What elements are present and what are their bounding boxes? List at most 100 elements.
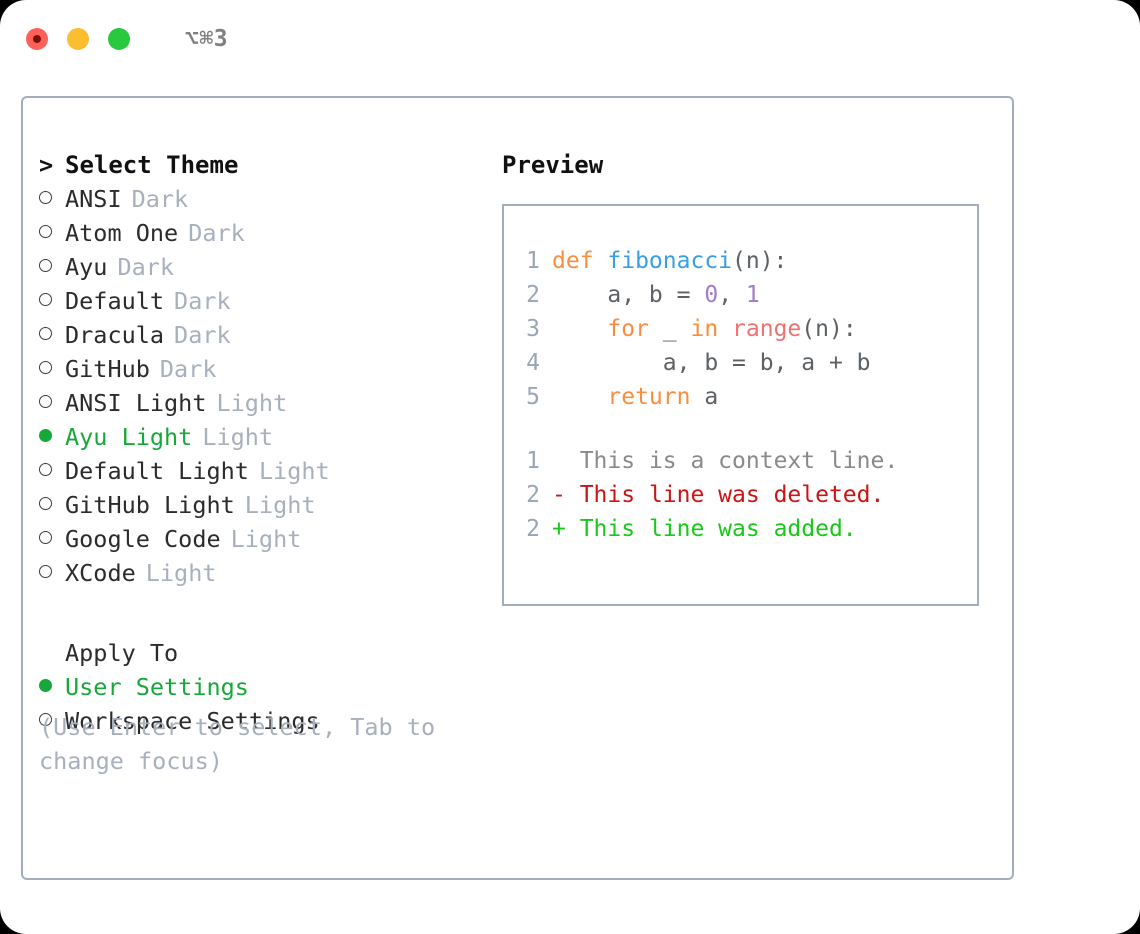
theme-list-item[interactable]: Google Code Light (39, 522, 489, 556)
code-token: (n): (801, 316, 857, 342)
diff-text: This line was added. (579, 516, 857, 542)
apply-to-heading: Apply To (39, 636, 489, 670)
code-token: range (732, 316, 802, 342)
diff-text: This is a context line. (579, 448, 899, 474)
section-spacer (39, 590, 489, 636)
radio-unselected-icon (39, 531, 52, 544)
code-line: 3 for _ in range(n): (518, 312, 968, 346)
window-controls (26, 28, 130, 50)
preview-title: Preview (502, 151, 604, 179)
code-token: fibonacci (607, 248, 733, 274)
line-number: 2 (526, 282, 540, 308)
close-window-icon[interactable] (26, 28, 48, 50)
code-token: a, b = (552, 282, 705, 308)
code-text: for _ in range(n): (552, 312, 857, 346)
code-token (552, 384, 607, 410)
maximize-window-icon[interactable] (108, 28, 130, 50)
code-token: in (690, 316, 719, 342)
caret-icon: > (39, 151, 54, 179)
apply-to-item[interactable]: User Settings (39, 670, 489, 704)
theme-variant-label: Light (230, 525, 302, 553)
theme-list-item[interactable]: GitHub Light Light (39, 488, 489, 522)
diff-sign: - (552, 482, 580, 508)
code-line: 4 a, b = b, a + b (518, 346, 968, 380)
diff-text: This line was deleted. (579, 482, 885, 508)
theme-name: Dracula (65, 321, 165, 349)
theme-picker-heading: > Select Theme (39, 148, 489, 182)
diff-line: 2 + This line was added. (518, 512, 968, 546)
diff-line: 1 This is a context line. (518, 444, 968, 478)
code-token: 0 (704, 282, 719, 308)
theme-name: Ayu (65, 253, 108, 281)
code-token: 1 (745, 282, 760, 308)
radio-unselected-icon (39, 225, 52, 238)
radio-unselected-icon (39, 327, 52, 340)
line-number: 1 (526, 448, 540, 474)
radio-selected-icon (39, 429, 52, 442)
theme-name: GitHub (65, 355, 150, 383)
keyboard-shortcut-label: ⌥⌘3 (185, 26, 229, 52)
code-token: return (607, 384, 691, 410)
diff-sign (552, 444, 580, 478)
radio-unselected-icon (39, 497, 52, 510)
radio-unselected-icon (39, 259, 52, 272)
theme-name: Google Code (65, 525, 221, 553)
theme-variant-label: Light (202, 423, 274, 451)
radio-selected-icon (39, 679, 52, 692)
theme-variant-label: Light (216, 389, 288, 417)
theme-variant-label: Dark (117, 253, 175, 281)
theme-variant-label: Dark (159, 355, 217, 383)
theme-variant-label: Dark (188, 219, 245, 247)
diff-sign: + (552, 516, 580, 542)
theme-picker-title: Select Theme (65, 151, 239, 179)
radio-unselected-icon (39, 191, 52, 204)
minimize-window-icon[interactable] (67, 28, 89, 50)
radio-unselected-icon (39, 713, 52, 726)
theme-list-item[interactable]: Ayu Light Light (39, 420, 489, 454)
code-token: def (552, 248, 608, 274)
apply-to-title: Apply To (65, 639, 179, 667)
code-blank-spacer (518, 414, 968, 444)
theme-variant-label: Dark (131, 185, 189, 213)
code-token: (n): (732, 248, 788, 274)
code-token (718, 316, 732, 342)
code-token: , (718, 282, 746, 308)
line-number: 2 (526, 482, 540, 508)
theme-name: Default Light (65, 457, 249, 485)
code-text: a, b = 0, 1 (552, 278, 760, 312)
theme-name: Atom One (65, 219, 179, 247)
theme-variant-label: Dark (174, 287, 231, 315)
theme-variant-label: Light (244, 491, 316, 519)
code-text: a, b = b, a + b (552, 346, 871, 380)
theme-list-item[interactable]: Ayu Dark (39, 250, 489, 284)
theme-name: GitHub Light (65, 491, 235, 519)
theme-list-item[interactable]: Dracula Dark (39, 318, 489, 352)
line-number: 5 (526, 384, 540, 410)
theme-list-item[interactable]: ANSI Light Light (39, 386, 489, 420)
code-token (552, 316, 607, 342)
theme-list-item[interactable]: Default Dark (39, 284, 489, 318)
theme-list-item[interactable]: Atom One Dark (39, 216, 489, 250)
apply-to-item[interactable]: Workspace Settings (39, 704, 489, 738)
theme-name: Default (65, 287, 165, 315)
theme-list-item[interactable]: GitHub Dark (39, 352, 489, 386)
radio-unselected-icon (39, 565, 52, 578)
line-number: 4 (526, 350, 540, 376)
code-token: _ (648, 316, 691, 342)
theme-name: ANSI Light (65, 389, 207, 417)
line-number: 1 (526, 248, 540, 274)
line-number: 2 (526, 516, 540, 542)
title-bar: ⌥⌘3 (0, 0, 1140, 78)
theme-variant-label: Dark (174, 321, 231, 349)
apply-to-label: User Settings (65, 673, 249, 701)
theme-name: Ayu Light (65, 423, 193, 451)
radio-unselected-icon (39, 361, 52, 374)
